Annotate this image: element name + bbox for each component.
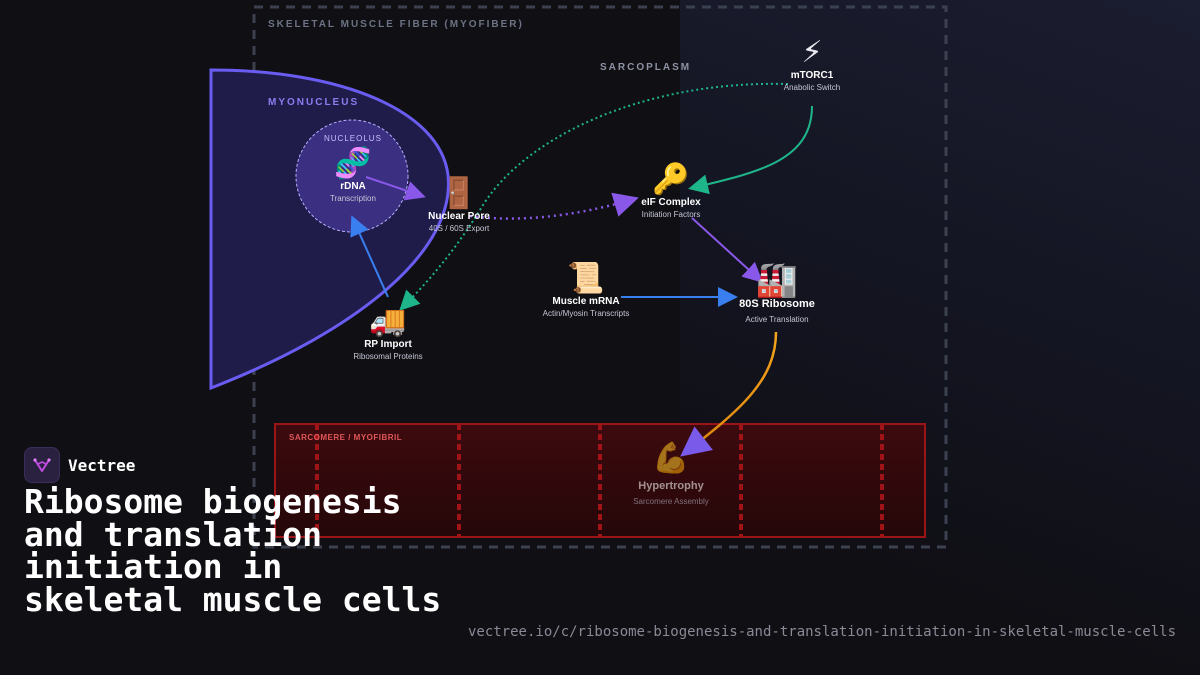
node-80s-ribosome: 🏭 80S Ribosome Active Translation [707, 262, 847, 324]
page-title: Ribosome biogenesis and translation init… [24, 482, 442, 619]
node-hypertrophy: 💪 Hypertrophy Sarcomere Assembly [601, 442, 741, 506]
dna-icon: 🧬 [334, 147, 372, 180]
nuclear-pore-subtitle: 40S / 60S Export [428, 224, 490, 233]
myonucleus-label: MYONUCLEUS [268, 97, 360, 108]
rp-import-subtitle: Ribosomal Proteins [353, 352, 423, 361]
lightning-icon: ⚡ [801, 36, 823, 69]
rp-import-title: RP Import [364, 339, 412, 350]
eif-complex-title: eIF Complex [641, 197, 701, 208]
sarcoplasm-label: SARCOPLASM [600, 62, 692, 73]
arrow-mtorc1-to-rp-import [399, 82, 789, 311]
mrna-subtitle: Actin/Myosin Transcripts [542, 309, 630, 318]
ribosome-title: 80S Ribosome [739, 298, 815, 310]
node-mtorc1: ⚡ mTORC1 Anabolic Switch [742, 36, 882, 92]
node-rdna: 🧬 rDNA Transcription [283, 147, 423, 203]
node-rp-import: 🚚 RP Import Ribosomal Proteins [318, 305, 458, 361]
hypertrophy-title: Hypertrophy [638, 480, 704, 492]
node-eif-complex: 🔑 eIF Complex Initiation Factors [601, 163, 741, 219]
brand: Vectree [24, 447, 135, 483]
ribosome-subtitle: Active Translation [745, 315, 809, 324]
rdna-title: rDNA [340, 181, 366, 192]
fiber-label: SKELETAL MUSCLE FIBER (MYOFIBER) [268, 19, 524, 30]
background-gradient [680, 0, 1200, 675]
arrow-ribosome-to-hypertrophy [680, 331, 778, 457]
eif-complex-subtitle: Initiation Factors [641, 210, 701, 219]
sarcomere-label: SARCOMERE / MYOFIBRIL [289, 433, 403, 442]
arrow-mtorc1-to-eif [688, 105, 813, 195]
factory-icon: 🏭 [755, 261, 799, 299]
door-icon: 🚪 [440, 177, 478, 210]
key-icon: 🔑 [652, 163, 690, 196]
truck-icon: 🚚 [369, 305, 407, 338]
nucleolus-label: NUCLEOLUS [324, 134, 382, 143]
mrna-title: Muscle mRNA [552, 296, 620, 307]
scroll-icon: 📜 [567, 262, 605, 295]
arrow-eif-to-ribosome [691, 217, 763, 283]
flexed-bicep-icon: 💪 [652, 442, 690, 475]
hypertrophy-subtitle: Sarcomere Assembly [633, 497, 709, 506]
mtorc1-title: mTORC1 [790, 70, 834, 81]
arrow-rp-import-to-rdna [350, 215, 389, 298]
node-nuclear-pore: 🚪 Nuclear Pore 40S / 60S Export [389, 177, 529, 233]
vectree-logo-icon [24, 447, 60, 483]
nuclear-pore-title: Nuclear Pore [428, 211, 490, 222]
rdna-subtitle: Transcription [330, 194, 376, 203]
mtorc1-subtitle: Anabolic Switch [783, 83, 841, 92]
brand-name: Vectree [68, 455, 136, 475]
source-url[interactable]: vectree.io/c/ribosome-biogenesis-and-tra… [467, 624, 1176, 640]
sarcomere-band [274, 423, 926, 538]
node-muscle-mrna: 📜 Muscle mRNA Actin/Myosin Transcripts [516, 262, 656, 318]
arrow-rdna-to-pore [365, 176, 426, 201]
